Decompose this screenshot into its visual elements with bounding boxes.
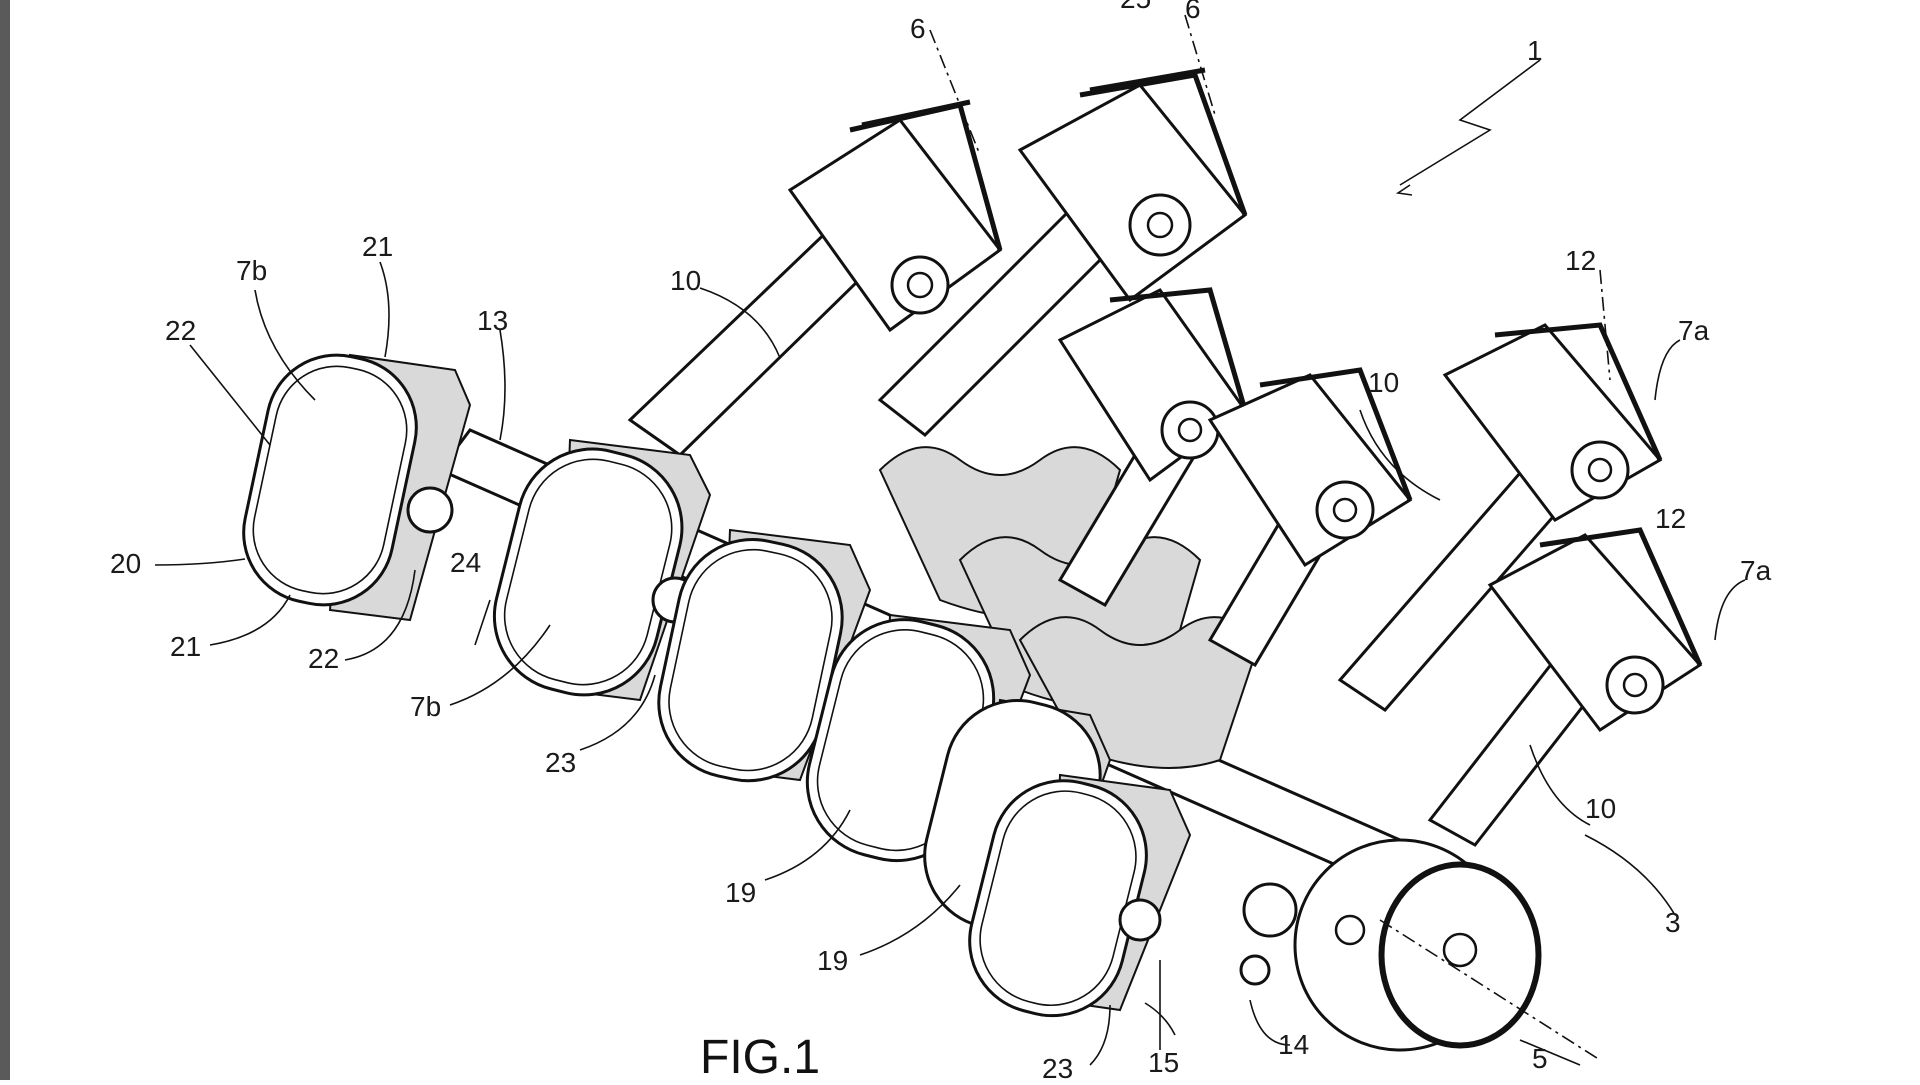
ref-12-upper: 12 [1565, 245, 1596, 276]
ref-24: 24 [450, 547, 481, 578]
piston-upper-left [627, 99, 1003, 457]
reference-numerals: 1 3 5 6 6 7a 7a 7b 7b 10 10 10 12 12 13 … [110, 0, 1772, 1080]
ref-7b-lower: 7b [410, 691, 441, 722]
piston-middle-left [1057, 287, 1248, 608]
ref-22-lower: 22 [308, 643, 339, 674]
ref-6-b: 6 [1185, 0, 1201, 24]
ref-15: 15 [1148, 1047, 1179, 1078]
ref-14: 14 [1278, 1029, 1309, 1060]
ref-21-upper: 21 [362, 231, 393, 262]
window-edge [0, 0, 10, 1080]
ref-10-c: 10 [1585, 793, 1616, 824]
figure-title: FIG.1 [700, 1031, 821, 1084]
ref-7a-lower: 7a [1740, 555, 1772, 586]
ref-10-a: 10 [670, 265, 701, 296]
axis-lines [929, 14, 1611, 1061]
ref-7b-upper: 7b [236, 255, 267, 286]
counterweight-front [968, 773, 1298, 1018]
ref-13: 13 [477, 305, 508, 336]
ref-19-upper: 19 [725, 877, 756, 908]
leader-lines [154, 59, 1746, 1066]
ref-1: 1 [1527, 35, 1543, 66]
ref-6-a: 6 [910, 13, 926, 44]
ref-25: 25 [1120, 0, 1151, 14]
ref-23-a: 23 [545, 747, 576, 778]
ref-10-b: 10 [1368, 367, 1399, 398]
flywheel [1293, 838, 1542, 1052]
ref-7a-upper: 7a [1678, 315, 1710, 346]
ref-23-b: 23 [1042, 1053, 1073, 1080]
ref-12-lower: 12 [1655, 503, 1686, 534]
ref-5: 5 [1532, 1043, 1548, 1074]
ref-19-lower: 19 [817, 945, 848, 976]
ref-20: 20 [110, 548, 141, 579]
counterweight-7b-left [242, 353, 472, 622]
piston-upper-center [877, 67, 1248, 437]
ref-21-lower: 21 [170, 631, 201, 662]
piston-middle-right [1207, 367, 1413, 668]
piston-right-upper [1337, 322, 1663, 712]
counterweight-3 [657, 528, 872, 783]
ref-22-upper: 22 [165, 315, 196, 346]
ref-3: 3 [1665, 907, 1681, 938]
piston-right-lower [1427, 527, 1703, 847]
